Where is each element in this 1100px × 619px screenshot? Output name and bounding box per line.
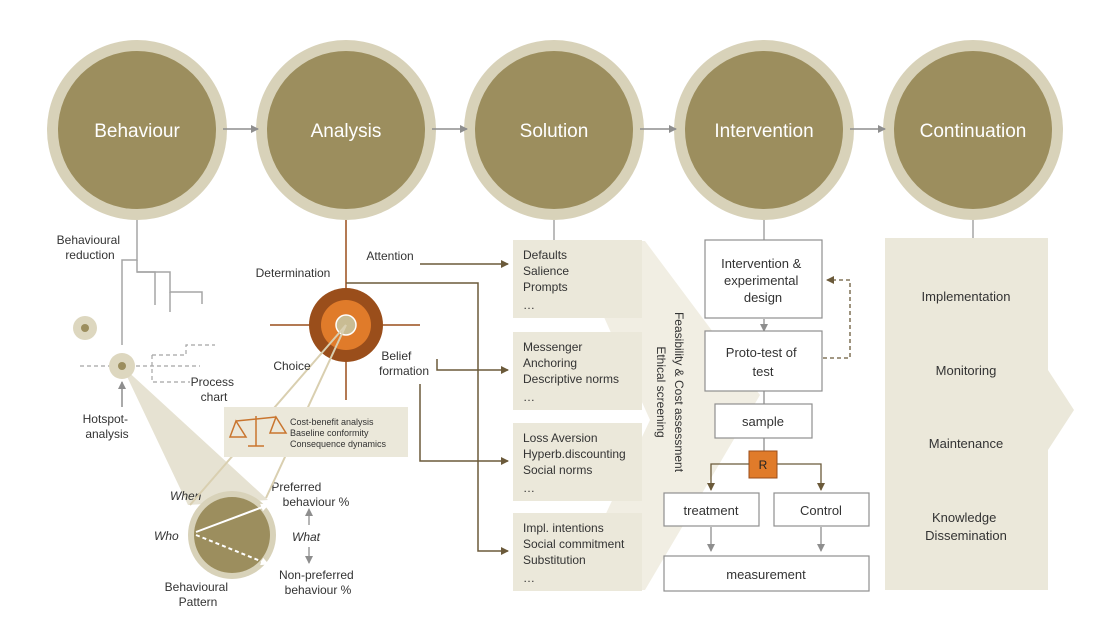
continuation-section: Implementation Monitoring Maintenance Kn… bbox=[885, 220, 1074, 590]
analysis-connectors bbox=[346, 260, 509, 555]
phase-behaviour: Behaviour bbox=[47, 40, 227, 220]
phase-circle-inner bbox=[58, 51, 216, 209]
phase-circle-inner bbox=[267, 51, 425, 209]
svg-text:Intervention & experim: Intervention & experimental design bbox=[721, 256, 805, 305]
svg-text:Control: Control bbox=[800, 503, 842, 518]
hotspot-node-dot bbox=[118, 362, 126, 370]
preferred-behaviour-label: Preferred behaviour % bbox=[271, 480, 349, 509]
solution-box: Messenger Anchoring Descriptive norms … bbox=[513, 332, 642, 410]
attention-label: Attention bbox=[366, 249, 413, 263]
hotspot-analysis-label: Hotspot- analysis bbox=[83, 412, 132, 441]
behavioural-pattern-label: Behavioural Pattern bbox=[165, 580, 232, 609]
treatment-box: treatment bbox=[663, 492, 760, 527]
continuation-item: Implementation bbox=[922, 289, 1011, 304]
svg-text:sample: sample bbox=[742, 414, 784, 429]
phase-solution: Solution bbox=[464, 40, 644, 220]
behaviour-section: Behavioural reduction Process chart Hots… bbox=[57, 220, 357, 609]
ethical-screening-label: Ethical screening bbox=[654, 346, 668, 437]
non-preferred-behaviour-label: Non-preferred behaviour % bbox=[279, 568, 357, 597]
phase-row: Behaviour Analysis Solution Intervention… bbox=[47, 40, 1063, 220]
analysis-section: Determination Attention Choice Belief fo… bbox=[189, 220, 509, 555]
phase-circle-inner bbox=[685, 51, 843, 209]
behaviour-reduction-tree bbox=[121, 220, 203, 345]
continuation-item: Monitoring bbox=[936, 363, 997, 378]
behavioural-reduction-label: Behavioural reduction bbox=[57, 233, 124, 262]
behavioural-pattern-circle bbox=[188, 491, 276, 579]
non-preferred-arrow bbox=[195, 534, 269, 566]
svg-text:measurement: measurement bbox=[726, 567, 806, 582]
svg-text:Proto-test of test: Proto-test of test bbox=[726, 345, 800, 379]
phase-circle-inner bbox=[894, 51, 1052, 209]
iteration-loop-arrow bbox=[823, 276, 851, 359]
phase-circle-inner bbox=[475, 51, 633, 209]
reduction-node-dot bbox=[81, 324, 89, 332]
process-chart-label: Process chart bbox=[191, 375, 238, 404]
continuation-item: Maintenance bbox=[929, 436, 1003, 451]
solution-box: Defaults Salience Prompts … bbox=[513, 240, 642, 318]
design-box: Intervention & experimental design bbox=[704, 239, 823, 319]
randomization-box: R bbox=[748, 450, 778, 479]
solution-box-text: Impl. intentions Social commitment Subst… bbox=[523, 521, 628, 585]
phase-analysis: Analysis bbox=[256, 40, 436, 220]
continuation-item: Knowledge Dissemination bbox=[925, 510, 1007, 543]
solution-box-text: Messenger Anchoring Descriptive norms … bbox=[523, 340, 622, 404]
cost-benefit-text: Cost-benefit analysis Baseline conformit… bbox=[290, 417, 387, 449]
measurement-box: measurement bbox=[663, 555, 870, 592]
belief-formation-label: Belief formation bbox=[379, 349, 429, 378]
phase-intervention: Intervention bbox=[674, 40, 854, 220]
solution-box-text: Defaults Salience Prompts … bbox=[523, 248, 572, 312]
svg-text:R: R bbox=[759, 458, 768, 472]
continuation-arrow-shape bbox=[885, 238, 1074, 590]
phase-label: Analysis bbox=[311, 121, 382, 142]
phase-label: Continuation bbox=[920, 121, 1027, 142]
sample-box: sample bbox=[714, 403, 813, 439]
solution-section: Defaults Salience Prompts … Messenger An… bbox=[513, 220, 760, 591]
phase-label: Solution bbox=[520, 121, 589, 142]
process-chart-lines bbox=[80, 344, 215, 383]
solution-funnel bbox=[570, 241, 760, 590]
who-label: Who bbox=[154, 529, 179, 543]
phase-label: Behaviour bbox=[94, 121, 180, 142]
r-branch-right bbox=[777, 463, 825, 491]
solution-box-text: Loss Aversion Hyperb.discounting Social … bbox=[523, 431, 629, 495]
hotspot-beam bbox=[122, 366, 268, 505]
solution-box: Impl. intentions Social commitment Subst… bbox=[513, 513, 642, 591]
preferred-arrow bbox=[195, 503, 269, 533]
scales-icon bbox=[228, 415, 288, 447]
svg-text:treatment: treatment bbox=[684, 503, 739, 518]
determination-label: Determination bbox=[256, 266, 331, 280]
feasibility-label: Feasibility & Cost assessment bbox=[672, 312, 686, 473]
r-branch-left bbox=[707, 463, 749, 491]
proto-test-box: Proto-test of test bbox=[704, 330, 823, 392]
phase-continuation: Continuation bbox=[883, 40, 1063, 220]
intervention-section: Intervention & experimental design Proto… bbox=[663, 220, 870, 592]
choice-label: Choice bbox=[273, 359, 311, 373]
control-box: Control bbox=[773, 492, 870, 527]
cost-benefit-box bbox=[224, 407, 408, 457]
what-label: What bbox=[292, 530, 321, 544]
phase-label: Intervention bbox=[714, 121, 813, 142]
solution-box: Loss Aversion Hyperb.discounting Social … bbox=[513, 423, 642, 501]
